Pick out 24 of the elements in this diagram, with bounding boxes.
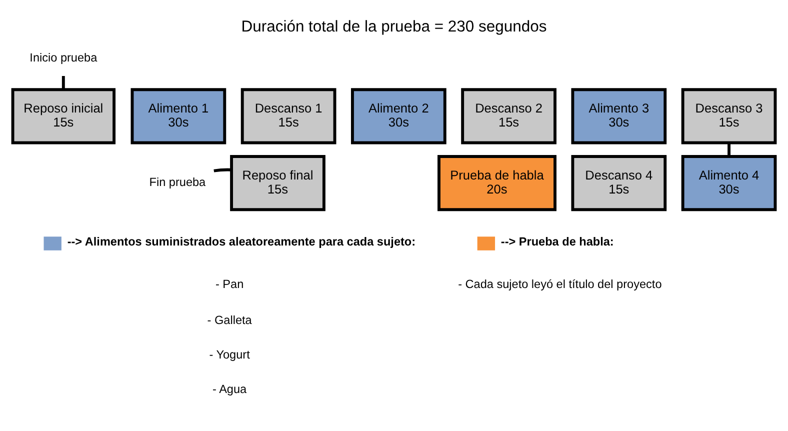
node-box: Alimento 1 30s <box>130 88 226 144</box>
legend-label: --> Prueba de habla: <box>500 236 614 249</box>
connector <box>62 76 65 90</box>
label: - Yogurt <box>209 348 250 362</box>
node-box: Descanso 3 15s <box>681 88 777 144</box>
node-box: Reposo inicial 15s <box>11 88 116 144</box>
label: - Cada sujeto leyó el título del proyecto <box>458 278 662 291</box>
node-box: Reposo final 15s <box>230 155 326 212</box>
diagram-title: Duración total de la prueba = 230 segundos <box>241 18 547 36</box>
node-box: Descanso 1 15s <box>240 88 336 144</box>
label: - Agua <box>212 383 247 396</box>
label: - Galleta <box>207 314 252 328</box>
node-text: Fin prueba <box>149 176 206 190</box>
node-text: Inicio prueba <box>30 51 98 64</box>
label: - Pan <box>215 278 244 291</box>
connector <box>728 142 730 156</box>
node-box: Alimento 4 30s <box>681 155 777 212</box>
node-box: Alimento 3 30s <box>571 88 667 144</box>
node-box: Alimento 2 30s <box>350 88 446 144</box>
node-box: Descanso 4 15s <box>571 155 667 212</box>
connector <box>214 168 232 172</box>
legend-label: --> Alimentos suministrados aleatoreamente para cada sujeto: <box>67 236 416 249</box>
node-box: Descanso 2 15s <box>461 88 556 144</box>
node-box: Prueba de habla 20s <box>438 155 556 212</box>
